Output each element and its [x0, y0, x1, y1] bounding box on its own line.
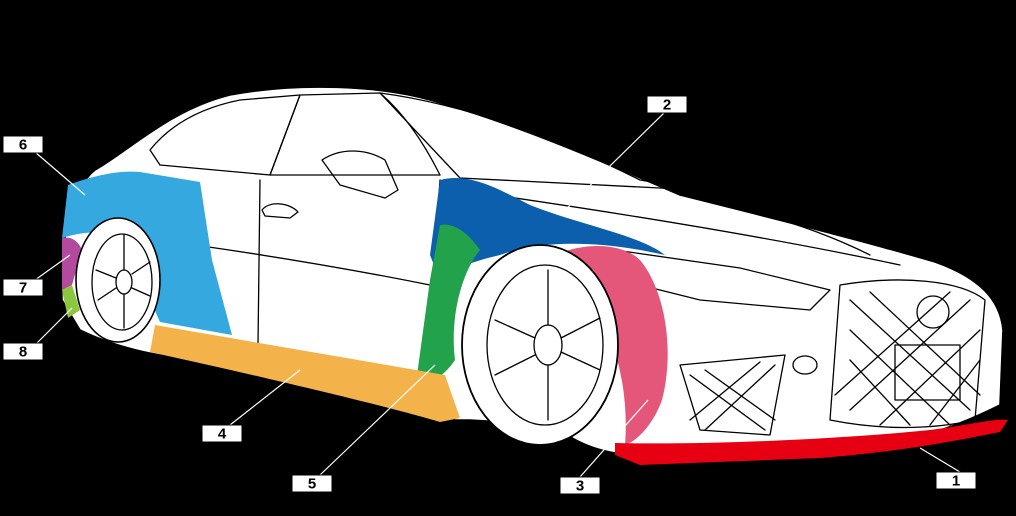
leader-8 — [34, 307, 73, 346]
callout-1-number: 1 — [952, 473, 960, 490]
part-4-area — [150, 325, 460, 422]
callout-1: 1 — [935, 471, 977, 490]
intake-mesh — [689, 361, 776, 431]
side-intake — [679, 354, 786, 436]
windshield — [379, 92, 701, 191]
fog-lamp — [792, 355, 818, 375]
door-line — [257, 179, 261, 346]
callout-2: 2 — [646, 95, 688, 114]
hood-line — [679, 194, 871, 256]
callout-5-number: 5 — [308, 476, 316, 493]
callouts: 1 2 3 4 5 6 7 8 — [2, 95, 977, 495]
door-handle — [261, 203, 299, 219]
plate-area — [894, 344, 961, 401]
leader-6 — [34, 151, 86, 196]
callout-6-number: 6 — [19, 137, 27, 154]
callout-4-number: 4 — [218, 426, 227, 443]
part-7-area — [62, 237, 82, 290]
callout-4: 4 — [201, 424, 243, 443]
rear-wheel — [75, 217, 161, 343]
leader-4 — [229, 369, 301, 426]
callout-6: 6 — [2, 135, 44, 154]
leader-lines — [34, 111, 961, 478]
emblem — [916, 295, 950, 329]
callout-2-number: 2 — [663, 97, 671, 114]
leader-7 — [34, 254, 71, 281]
grille-mesh — [834, 291, 981, 426]
body-crease — [194, 244, 431, 286]
side-mirror — [321, 150, 399, 199]
part-1-area — [615, 419, 1008, 465]
leader-1 — [919, 447, 961, 473]
callout-7-number: 7 — [19, 280, 27, 297]
callout-7: 7 — [2, 278, 44, 297]
callout-5: 5 — [291, 474, 333, 493]
leader-3 — [579, 399, 649, 478]
front-wheel — [461, 244, 619, 446]
part-2-area — [430, 178, 665, 280]
grille — [829, 279, 986, 429]
part-3-area — [555, 245, 668, 445]
callout-3: 3 — [559, 476, 601, 495]
callout-8-number: 8 — [19, 344, 27, 361]
leader-5 — [319, 364, 436, 476]
callout-3-number: 3 — [576, 478, 584, 495]
leader-2 — [559, 111, 666, 216]
part-5-area — [415, 224, 480, 390]
hood-line — [459, 189, 901, 266]
callout-8: 8 — [2, 342, 44, 361]
part-8-area — [62, 285, 80, 318]
